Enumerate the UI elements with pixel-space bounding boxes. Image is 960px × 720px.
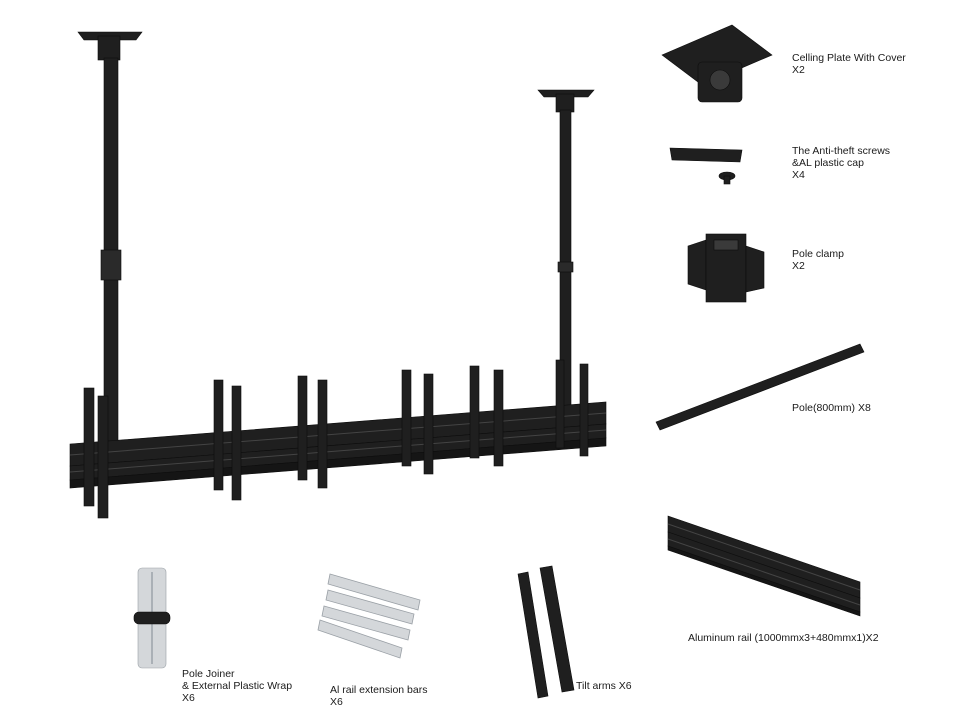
pole-clamp-label: Pole clamp X2 xyxy=(792,248,844,272)
ceiling-plate-label: Celling Plate With Cover X2 xyxy=(792,52,906,76)
pole-label: Pole(800mm) X8 xyxy=(792,402,871,414)
aluminum-rail-label: Aluminum rail (1000mmx3+480mmx1)X2 xyxy=(688,632,879,644)
extension-bars-label: Al rail extension bars X6 xyxy=(330,684,428,708)
pole-joiner-label: Pole Joiner & External Plastic Wrap X6 xyxy=(182,668,293,704)
tilt-arms-label: Tilt arms X6 xyxy=(576,680,632,692)
anti-theft-screws-label: The Anti-theft screws &AL plastic cap X4 xyxy=(792,145,891,181)
